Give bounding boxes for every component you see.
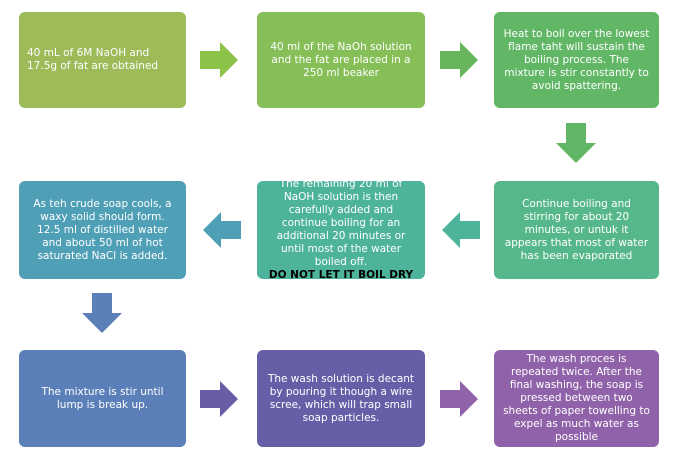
step-4-text: Continue boiling and stirring for about … xyxy=(504,197,649,262)
step-6-box: As teh crude soap cools, a waxy solid sh… xyxy=(19,181,186,279)
step-6-text: As teh crude soap cools, a waxy solid sh… xyxy=(33,197,172,262)
arrow-right-2 xyxy=(440,42,478,78)
step-5-box: The remaining 20 ml of NaOH solution is … xyxy=(257,178,425,281)
step-7-box: The mixture is stir until lump is break … xyxy=(19,350,186,447)
step-1-text: 40 mL of 6M NaOH and 17.5g of fat are ob… xyxy=(27,47,159,72)
step-8-text: The wash solution is decant by pouring i… xyxy=(267,372,415,424)
step-9-text: The wash proces is repeated twice. After… xyxy=(503,353,650,443)
step-2-text: 40 ml of the NaOh solution and the fat a… xyxy=(270,40,412,79)
arrow-down-1 xyxy=(556,123,596,163)
step-3-text: Heat to boil over the lowest flame taht … xyxy=(503,27,650,92)
step-2-box: 40 ml of the NaOh solution and the fat a… xyxy=(257,12,425,108)
arrow-down-2 xyxy=(82,293,122,333)
arrow-right-1 xyxy=(200,42,238,78)
arrow-left-1 xyxy=(442,212,480,248)
step-5-warning: DO NOT LET IT BOIL DRY xyxy=(268,269,414,281)
step-9-box: The wash proces is repeated twice. After… xyxy=(494,350,659,447)
step-7-text: The mixture is stir until lump is break … xyxy=(41,385,164,411)
step-4-box: Continue boiling and stirring for about … xyxy=(494,181,659,279)
step-1-box: 40 mL of 6M NaOH and 17.5g of fat are ob… xyxy=(19,12,186,108)
step-5-text: The remaining 20 ml of NaOH solution is … xyxy=(276,178,406,268)
step-3-box: Heat to boil over the lowest flame taht … xyxy=(494,12,659,108)
step-8-box: The wash solution is decant by pouring i… xyxy=(257,350,425,447)
arrow-left-2 xyxy=(203,212,241,248)
arrow-right-4 xyxy=(440,381,478,417)
arrow-right-3 xyxy=(200,381,238,417)
